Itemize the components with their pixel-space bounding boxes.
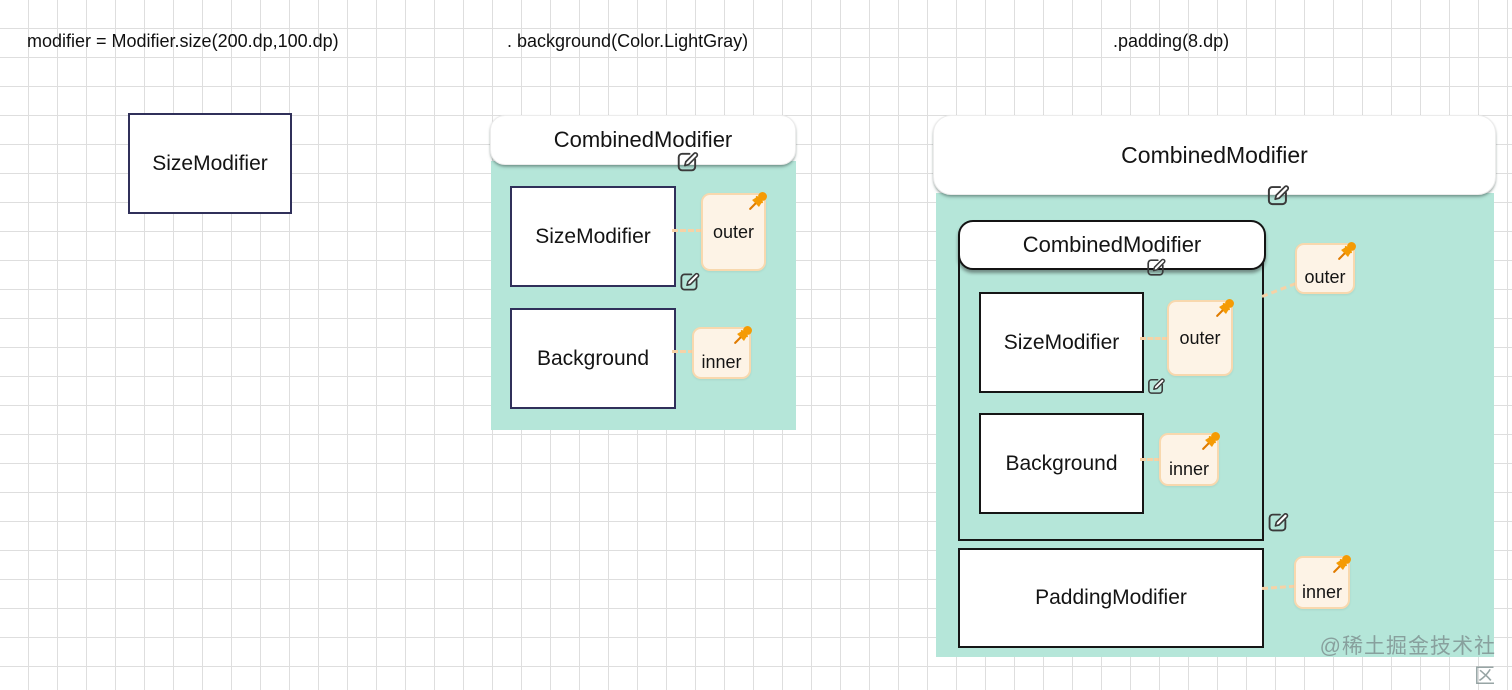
tag-note-inner[interactable]: inner xyxy=(1294,555,1351,609)
middle-group-header[interactable]: CombinedModifier xyxy=(490,115,796,165)
nested-sizemodifier-box[interactable]: SizeModifier xyxy=(979,292,1144,393)
pushpin-icon xyxy=(749,192,767,210)
connector-line xyxy=(672,350,694,353)
tag-note-label: inner xyxy=(1168,459,1210,479)
connector-line xyxy=(672,229,702,232)
pushpin-icon xyxy=(1333,555,1351,573)
standalone-sizemodifier-box[interactable]: SizeModifier xyxy=(128,113,292,214)
middle-background-label: Background xyxy=(536,346,650,370)
middle-group-title: CombinedModifier xyxy=(553,127,733,152)
edit-pencil-icon[interactable] xyxy=(1145,375,1167,397)
paddingmodifier-label: PaddingModifier xyxy=(1035,586,1187,609)
right-group-title: CombinedModifier xyxy=(1121,141,1308,168)
pushpin-icon xyxy=(1338,242,1356,260)
pushpin-icon xyxy=(1202,432,1220,450)
nested-group-header[interactable]: CombinedModifier xyxy=(958,220,1266,270)
edit-pencil-icon[interactable] xyxy=(1264,181,1292,209)
code-label-background: . background(Color.LightGray) xyxy=(507,31,749,51)
paddingmodifier-box[interactable]: PaddingModifier xyxy=(958,548,1264,648)
pushpin-icon xyxy=(1216,299,1234,317)
tag-note-inner[interactable]: inner xyxy=(1159,432,1220,486)
tag-note-label: inner xyxy=(701,352,742,372)
edit-pencil-icon[interactable] xyxy=(1144,255,1168,279)
edit-pencil-icon[interactable] xyxy=(674,148,701,175)
tag-note-outer[interactable]: outer xyxy=(1295,242,1356,294)
nested-group-rect[interactable] xyxy=(958,242,1264,541)
edit-pencil-icon[interactable] xyxy=(1265,509,1291,535)
middle-sizemodifier-label: SizeModifier xyxy=(535,224,651,248)
tag-note-label: outer xyxy=(1179,327,1221,348)
connector-line xyxy=(1140,458,1160,461)
middle-sizemodifier-box[interactable]: SizeModifier xyxy=(510,186,676,287)
middle-background-box[interactable]: Background xyxy=(510,308,676,409)
watermark: @稀土掘金技术社区 xyxy=(1319,635,1496,688)
right-group-header[interactable]: CombinedModifier xyxy=(933,115,1496,195)
nested-background-box[interactable]: Background xyxy=(979,413,1144,514)
tag-note-outer[interactable]: outer xyxy=(1167,299,1234,376)
tag-note-label: inner xyxy=(1301,582,1343,602)
standalone-sizemodifier-label: SizeModifier xyxy=(152,151,268,175)
tag-note-outer[interactable]: outer xyxy=(701,192,767,271)
nested-background-label: Background xyxy=(1005,451,1118,475)
pushpin-icon xyxy=(734,326,752,344)
tag-note-inner[interactable]: inner xyxy=(692,326,752,379)
code-label-padding: .padding(8.dp) xyxy=(1113,31,1230,51)
code-label-size: modifier = Modifier.size(200.dp,100.dp) xyxy=(27,31,339,51)
edit-pencil-icon[interactable] xyxy=(677,269,702,294)
connector-line xyxy=(1140,337,1168,340)
nested-group-title: CombinedModifier xyxy=(1022,232,1202,257)
nested-sizemodifier-label: SizeModifier xyxy=(1003,330,1120,354)
tag-note-label: outer xyxy=(712,221,755,242)
tag-note-label: outer xyxy=(1304,267,1346,287)
